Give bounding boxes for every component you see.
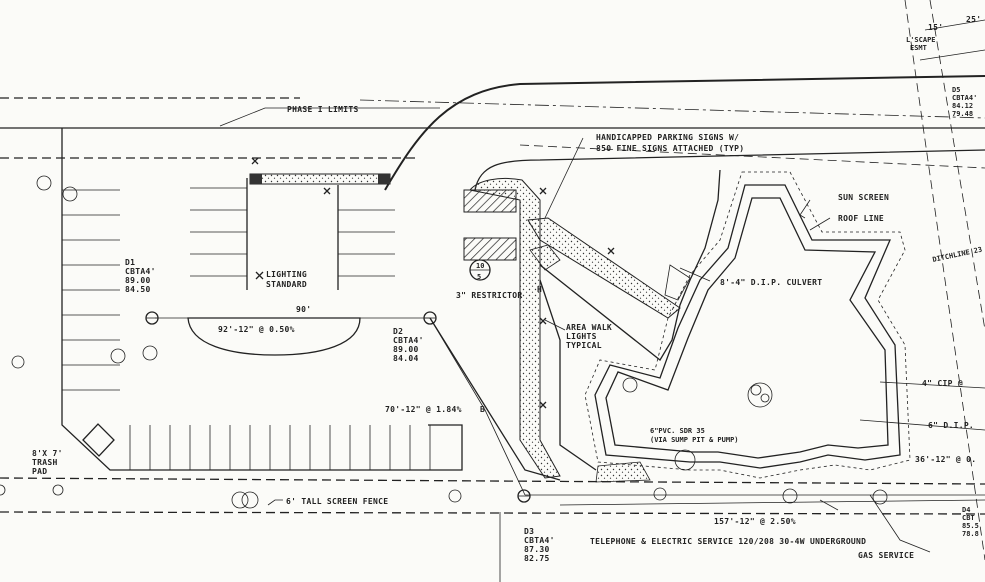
d1-name: D1 bbox=[125, 258, 135, 267]
scape-label-1: L'SCAPE bbox=[906, 36, 936, 44]
light-fixtures bbox=[251, 157, 615, 409]
d4-name: D4 bbox=[962, 506, 970, 514]
walk-lights-label-2: LIGHTS bbox=[566, 332, 597, 341]
d5-type: CBTA4' bbox=[952, 94, 977, 102]
roof-line-label: ROOF LINE bbox=[838, 214, 884, 223]
d2-inv: 84.04 bbox=[393, 354, 419, 363]
telephone-label: TELEPHONE & ELECTRIC SERVICE 120/208 30-… bbox=[590, 537, 866, 546]
pvc-label-1: 6"PVC. SDR 35 bbox=[650, 427, 705, 435]
d3-top: 87.30 bbox=[524, 545, 550, 554]
d4-type: CBT bbox=[962, 514, 975, 522]
lighting-label-2: STANDARD bbox=[266, 280, 307, 289]
road-lines bbox=[0, 0, 985, 561]
d2-top: 89.00 bbox=[393, 345, 419, 354]
pipe-36-label: 36'-12" @ 0. bbox=[915, 455, 976, 464]
d3-type: CBTA4' bbox=[524, 536, 555, 545]
leaders bbox=[219, 107, 931, 553]
d3-inv: 82.75 bbox=[524, 554, 550, 563]
walk-lights-label-1: AREA WALK bbox=[566, 323, 612, 332]
handicapped-label-2: 850 FINE SIGNS ATTACHED (TYP) bbox=[596, 144, 744, 153]
sign-num: 10 bbox=[476, 262, 484, 270]
marker-b: B bbox=[480, 405, 485, 414]
d3-name: D3 bbox=[524, 527, 534, 536]
culvert-label: 8'-4" D.I.P. CULVERT bbox=[720, 278, 822, 287]
phase-limits-label: PHASE I LIMITS bbox=[287, 105, 359, 114]
ditch-label: DITCHLINE 23 bbox=[932, 246, 983, 264]
d1-inv: 84.50 bbox=[125, 285, 151, 294]
screen-fence-label: 6' TALL SCREEN FENCE bbox=[286, 497, 388, 506]
bottom-lines bbox=[0, 477, 985, 582]
cip-label: 4" CIP @ bbox=[922, 379, 963, 388]
restrictor-label: 3" RESTRICTOR bbox=[456, 291, 523, 300]
dip-label: 6" D.I.P. bbox=[928, 421, 974, 430]
d4-inv: 78.8 bbox=[962, 530, 979, 538]
d1-type: CBTA4' bbox=[125, 267, 156, 276]
d5-inv: 79.48 bbox=[952, 110, 973, 118]
site-boundary bbox=[429, 169, 721, 481]
pipe-157-label: 157'-12" @ 2.50% bbox=[714, 517, 796, 526]
dim-25-label: 25' bbox=[966, 15, 981, 24]
trash-label-2: TRASH bbox=[32, 458, 58, 467]
gas-service-label: GAS SERVICE bbox=[858, 551, 914, 560]
d2-type: CBTA4' bbox=[393, 336, 424, 345]
pvc-label-2: (VIA SUMP PIT & PUMP) bbox=[650, 436, 739, 444]
catch-basins bbox=[0, 259, 531, 503]
lighting-label-1: LIGHTING bbox=[266, 270, 307, 279]
handicapped-label-1: HANDICAPPED PARKING SIGNS W/ bbox=[596, 133, 739, 142]
pipe-70-label: 70'-12" @ 1.84% bbox=[385, 405, 462, 414]
marker-h: H bbox=[537, 285, 542, 294]
pipe-92-label: 92'-12" @ 0.50% bbox=[218, 325, 295, 334]
dim-15-label: 15' bbox=[928, 23, 943, 32]
trash-label-3: PAD bbox=[32, 467, 47, 476]
sun-screen-label: SUN SCREEN bbox=[838, 193, 889, 202]
d2-name: D2 bbox=[393, 327, 403, 336]
sign-den: 5 bbox=[477, 273, 481, 281]
parking-lot bbox=[61, 128, 517, 471]
storm-pipes bbox=[155, 317, 985, 496]
d5-top: 84.12 bbox=[952, 102, 973, 110]
landscape bbox=[11, 175, 888, 509]
angle-label: 90' bbox=[296, 305, 311, 314]
trash-label-1: 8'X 7' bbox=[32, 449, 63, 458]
scape-label-2: ESMT bbox=[910, 44, 927, 52]
building bbox=[584, 171, 911, 479]
walk-lights-label-3: TYPICAL bbox=[566, 341, 602, 350]
d1-top: 89.00 bbox=[125, 276, 151, 285]
d5-name: D5 bbox=[952, 86, 960, 94]
d4-top: 85.5 bbox=[962, 522, 979, 530]
walkways bbox=[469, 177, 681, 483]
